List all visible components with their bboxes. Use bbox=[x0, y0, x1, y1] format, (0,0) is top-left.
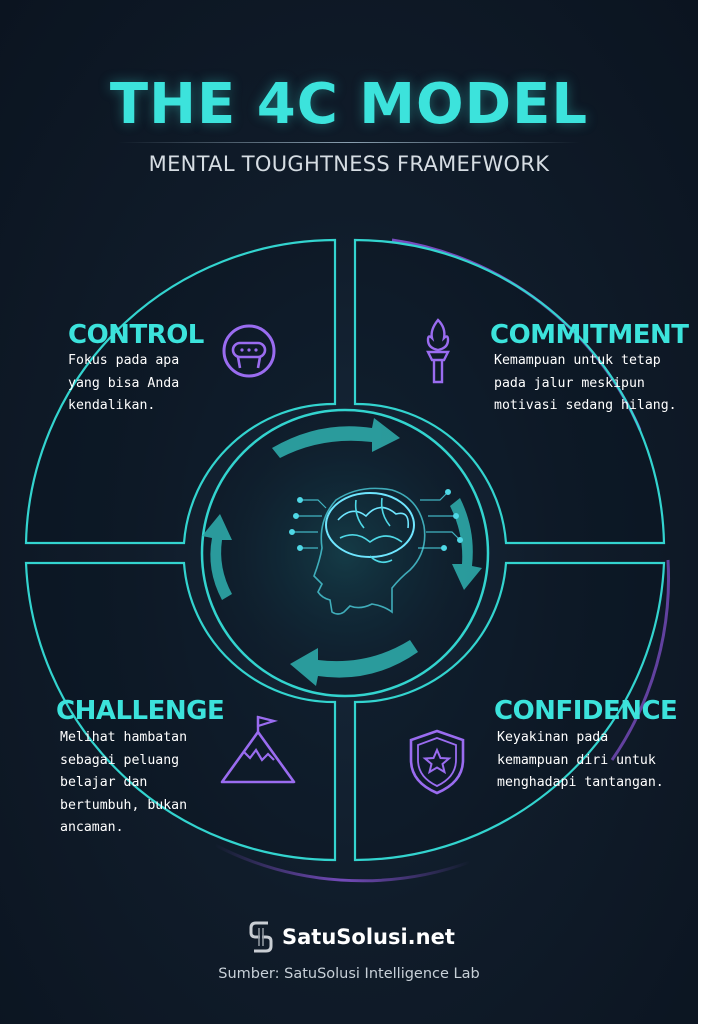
commitment-quadrant-outline bbox=[353, 238, 666, 545]
page-title: THE 4C MODEL bbox=[109, 72, 589, 137]
steering-wheel-icon bbox=[222, 324, 276, 378]
purple-accent-arc bbox=[610, 559, 670, 761]
confidence-quadrant-outline bbox=[353, 561, 666, 862]
brain-head-icon bbox=[288, 487, 463, 615]
purple-accent-arc bbox=[214, 843, 471, 883]
confidence-title: CONFIDENCE bbox=[494, 696, 678, 726]
brand-logo: SatuSolusi.net bbox=[248, 920, 455, 954]
cycle-arrows bbox=[202, 418, 482, 686]
challenge-description: Melihat hambatan sebagai peluang belajar… bbox=[60, 730, 188, 835]
satusolusi-logo-icon bbox=[249, 921, 273, 953]
cycle-arrow-left bbox=[202, 514, 232, 600]
mountain-flag-icon bbox=[220, 715, 296, 784]
cycle-arrow-top bbox=[272, 418, 400, 458]
control-title: CONTROL bbox=[68, 320, 204, 350]
page-subtitle: MENTAL TOUGHTNESS FRAMEFWORK bbox=[148, 152, 550, 176]
control-quadrant-outline bbox=[24, 238, 337, 545]
control-description: Fokus pada apa yang bisa Anda kendalikan… bbox=[68, 353, 180, 413]
four-c-wheel bbox=[24, 238, 670, 883]
commitment-title: COMMITMENT bbox=[490, 320, 689, 350]
challenge-quadrant-outline bbox=[24, 561, 337, 862]
torch-icon bbox=[426, 318, 450, 384]
cycle-arrow-right bbox=[450, 498, 482, 590]
cycle-arrow-bottom bbox=[290, 640, 418, 686]
source-credit: Sumber: SatuSolusi Intelligence Lab bbox=[218, 966, 480, 982]
brand-name: SatuSolusi.net bbox=[282, 925, 455, 949]
center-circle bbox=[200, 408, 490, 698]
challenge-title: CHALLENGE bbox=[56, 696, 225, 726]
title-divider bbox=[118, 142, 580, 143]
infographic-poster: THE 4C MODEL MENTAL TOUGHTNESS FRAMEFWOR… bbox=[0, 0, 698, 1024]
confidence-description: Keyakinan pada kemampuan diri untuk meng… bbox=[497, 730, 664, 790]
shield-star-icon bbox=[409, 729, 465, 795]
commitment-description: Kemampuan untuk tetap pada jalur meskipu… bbox=[494, 353, 677, 413]
